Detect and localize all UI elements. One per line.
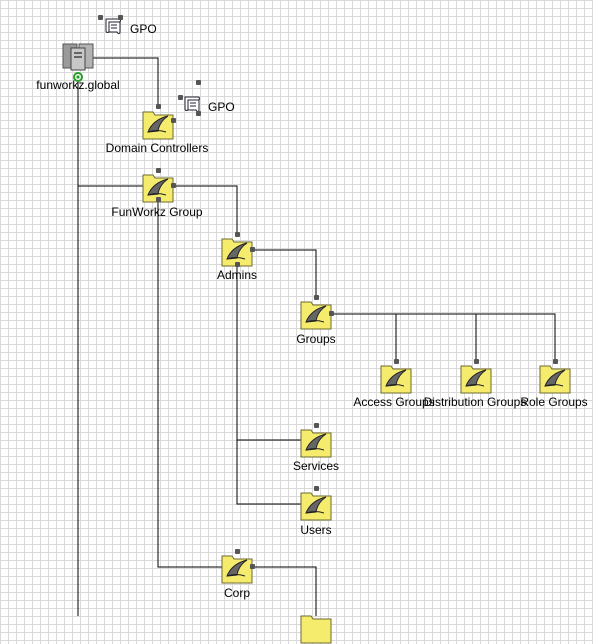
ou-corp-icon[interactable] — [221, 552, 253, 584]
ou-distribution-groups-icon[interactable] — [460, 362, 492, 394]
ou-access-groups-label: Access Groups — [353, 395, 435, 409]
ou-services-icon[interactable] — [300, 426, 332, 458]
ou-domain-controllers-icon[interactable] — [142, 108, 174, 140]
gpo-label: GPO — [130, 22, 157, 36]
node-handle[interactable] — [250, 247, 255, 252]
ou-users-icon[interactable] — [300, 489, 332, 521]
node-handle[interactable] — [235, 262, 240, 267]
node-handle[interactable] — [156, 197, 161, 202]
ou-role-groups-label: Role Groups — [520, 395, 588, 409]
ou-funworkz-group-label: FunWorkz Group — [111, 205, 203, 219]
node-handle[interactable] — [314, 423, 319, 428]
ou-access-groups-icon[interactable] — [380, 362, 412, 394]
ou-domain-controllers-label: Domain Controllers — [105, 141, 209, 155]
ou-funworkz-group-icon[interactable] — [142, 171, 174, 203]
node-handle[interactable] — [250, 564, 255, 569]
node-handle[interactable] — [394, 359, 399, 364]
selection-handle[interactable] — [118, 15, 123, 20]
gpo-label: GPO — [208, 100, 235, 114]
selection-handle[interactable] — [178, 95, 183, 100]
ou-corp-label: Corp — [223, 586, 251, 600]
ou-admins-label: Admins — [216, 268, 258, 282]
node-handle[interactable] — [553, 359, 558, 364]
node-handle[interactable] — [235, 232, 240, 237]
domain-root-label: funworkz.global — [36, 78, 120, 92]
node-handle[interactable] — [156, 104, 161, 109]
ou-groups-icon[interactable] — [300, 298, 332, 330]
ou-groups-label: Groups — [296, 332, 336, 346]
ou-role-groups-icon[interactable] — [539, 362, 571, 394]
node-handle[interactable] — [314, 486, 319, 491]
ou-users-label: Users — [300, 523, 332, 537]
ou-partial-icon[interactable] — [300, 612, 332, 644]
node-handle[interactable] — [329, 311, 334, 316]
node-handle[interactable] — [156, 168, 161, 173]
ou-services-label: Services — [292, 459, 340, 473]
selection-handle[interactable] — [196, 80, 201, 85]
node-handle[interactable] — [235, 549, 240, 554]
node-handle[interactable] — [171, 118, 176, 123]
domain-root-icon[interactable] — [62, 42, 94, 74]
node-handle[interactable] — [171, 183, 176, 188]
selection-handle[interactable] — [196, 111, 201, 116]
selection-handle[interactable] — [98, 15, 103, 20]
gpo-icon[interactable] — [103, 16, 125, 36]
ou-distribution-groups-label: Distribution Groups — [423, 395, 527, 409]
node-handle[interactable] — [474, 359, 479, 364]
connection-point-icon[interactable] — [73, 69, 83, 82]
ou-admins-icon[interactable] — [221, 235, 253, 267]
node-handle[interactable] — [314, 295, 319, 300]
connection-lines — [77, 57, 556, 616]
